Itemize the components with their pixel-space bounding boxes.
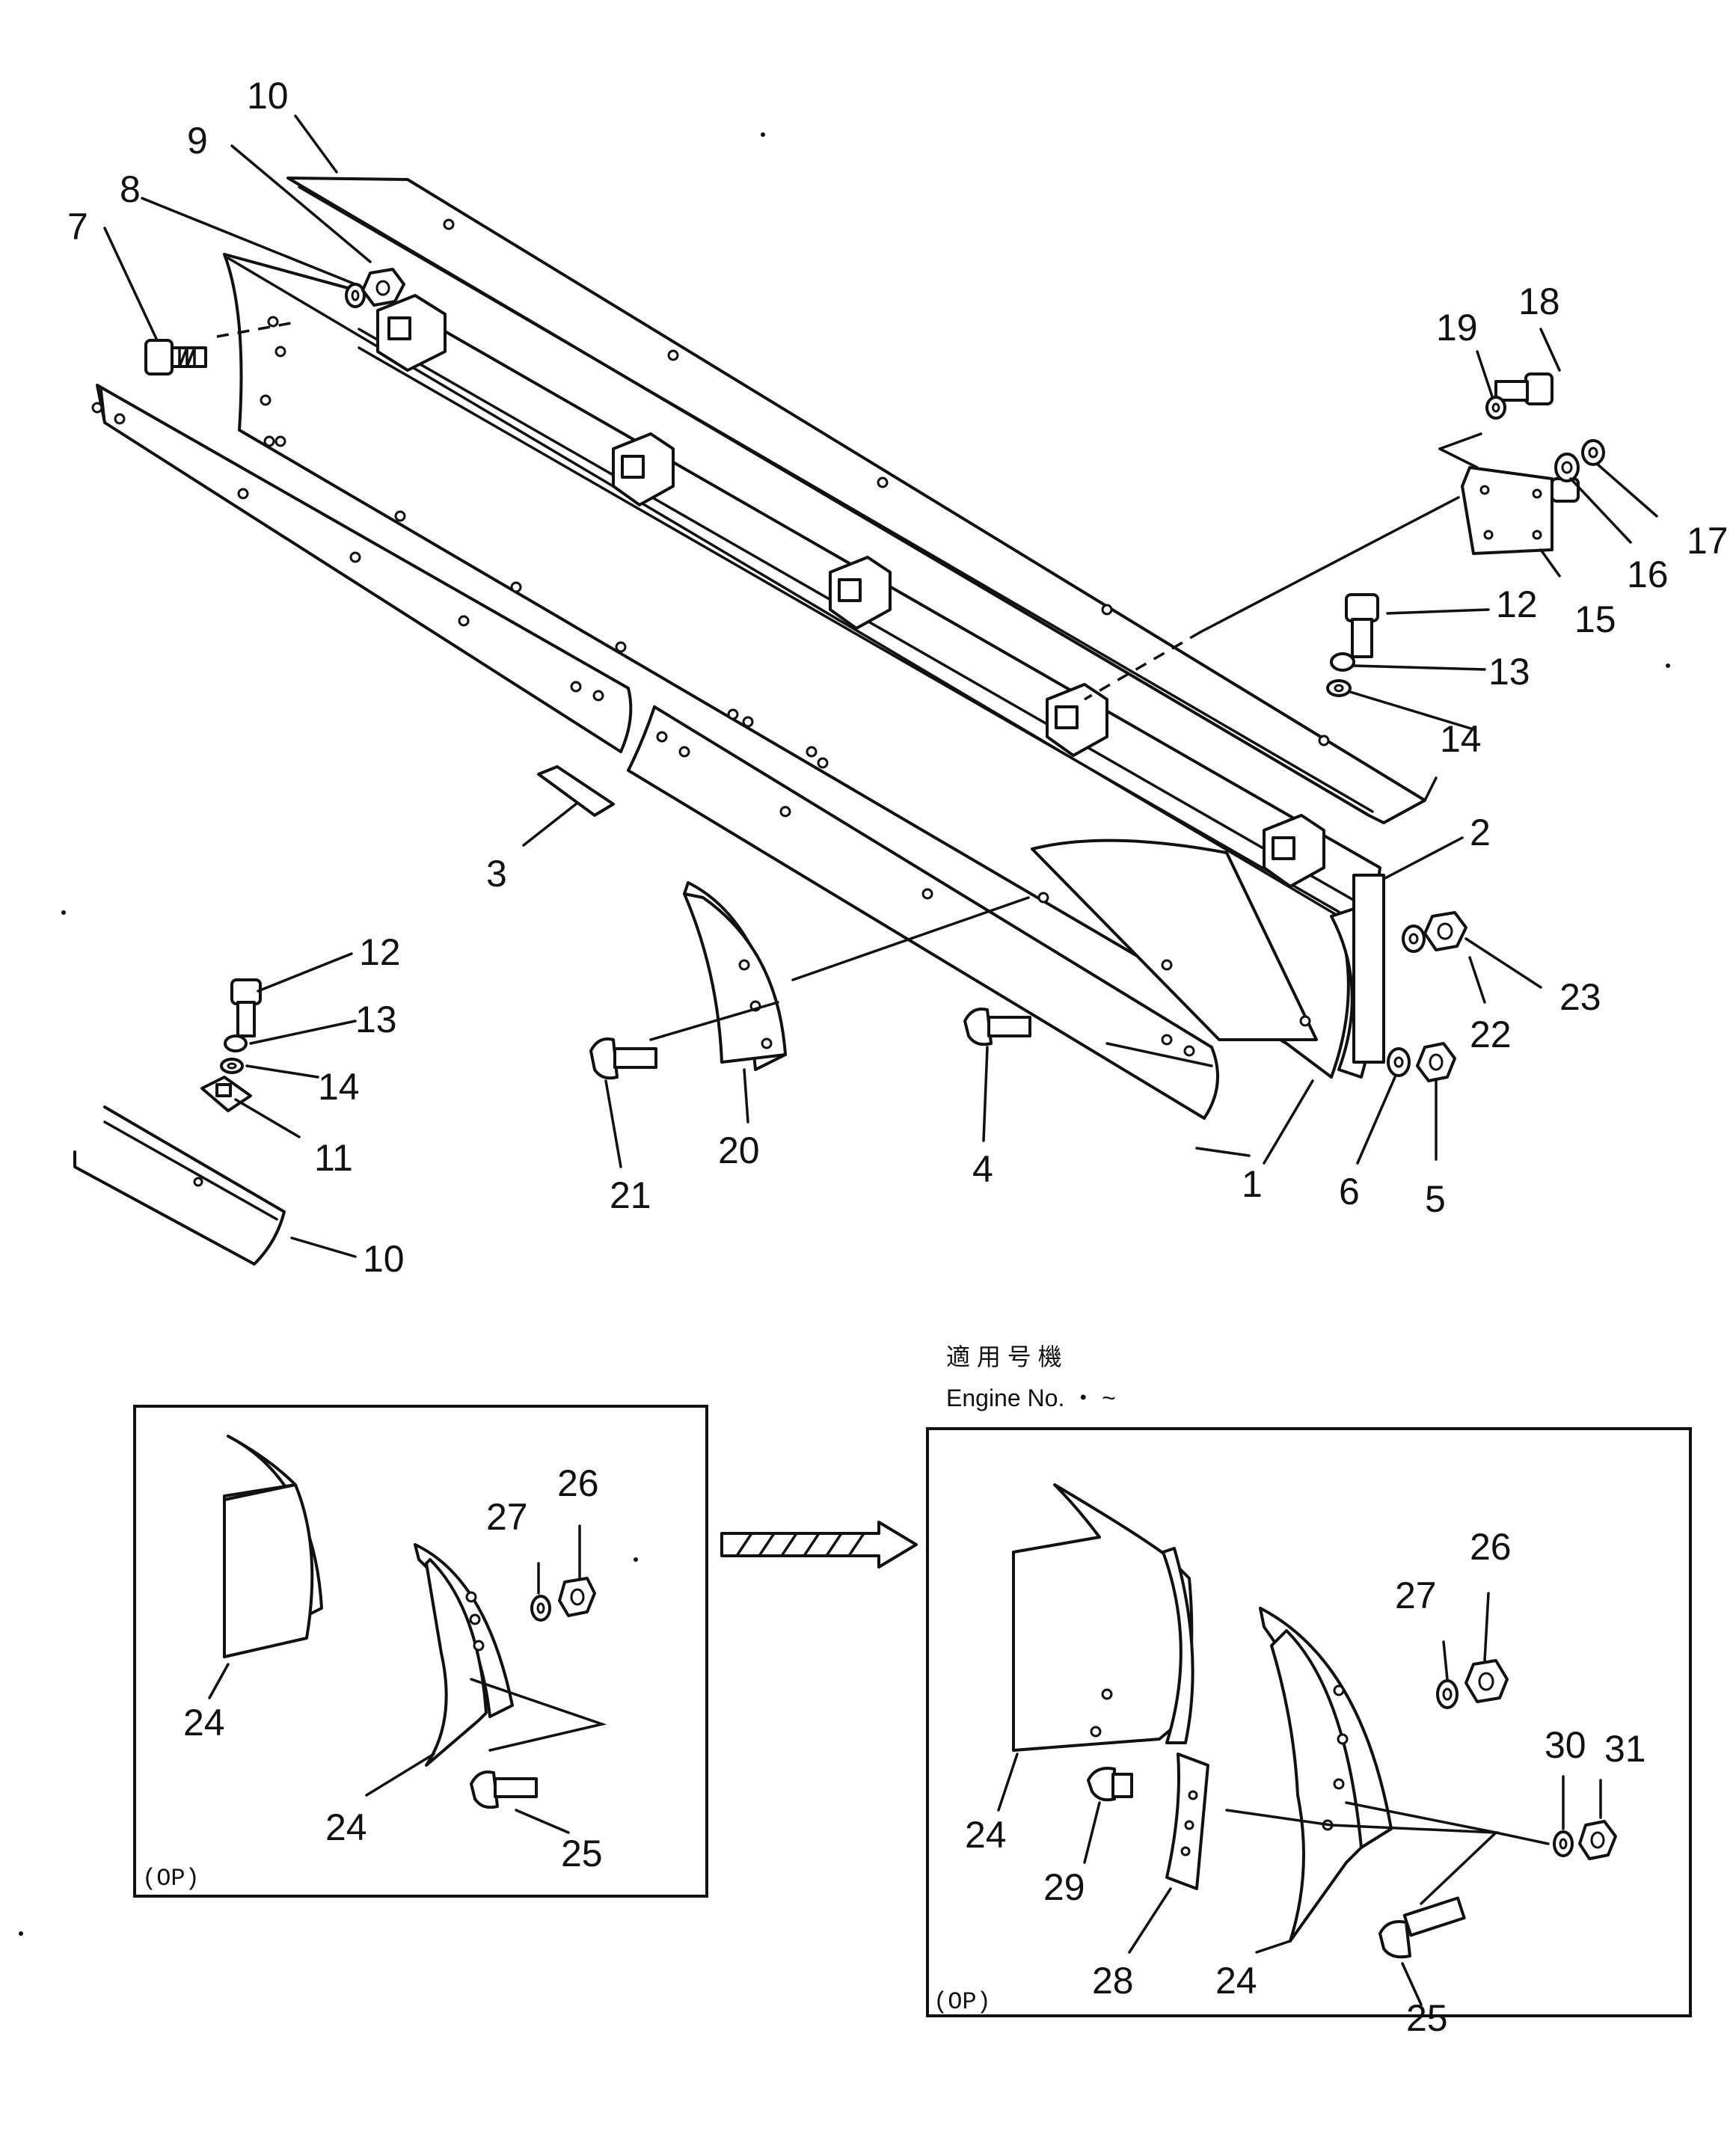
washer-13-right <box>1330 652 1355 672</box>
inset-right-op-label: (OP) <box>933 1988 991 2016</box>
cover-plate-15 <box>1461 466 1580 555</box>
nut-23 <box>1423 911 1467 951</box>
inset-left-callout-25: 25 <box>561 1833 603 1874</box>
washer-19 <box>1485 396 1506 420</box>
callout-10-bottom: 10 <box>363 1238 405 1280</box>
inset-left-callout-27: 27 <box>486 1496 528 1538</box>
callout-13-right: 13 <box>1488 651 1530 693</box>
callout-16: 16 <box>1627 554 1669 595</box>
callout-4: 4 <box>972 1148 993 1190</box>
callout-17: 17 <box>1687 520 1729 562</box>
bolt-12-right <box>1345 593 1379 658</box>
callout-12-right: 12 <box>1496 583 1538 625</box>
callout-11: 11 <box>314 1137 353 1179</box>
top-cutting-edge <box>286 177 1438 824</box>
bolt-12-left <box>230 978 262 1037</box>
inset-left-op-label: (OP) <box>142 1865 200 1892</box>
shim-plate <box>537 765 615 817</box>
clip-11 <box>200 1076 252 1112</box>
callout-14-right: 14 <box>1440 718 1482 760</box>
cutting-edge-center <box>627 705 1219 1120</box>
inset-left-callout-24a: 24 <box>183 1702 225 1744</box>
end-bit-right <box>1031 838 1318 1041</box>
blade-bracket <box>612 432 675 506</box>
callout-22: 22 <box>1470 1014 1512 1055</box>
inset-right-callout-27: 27 <box>1395 1575 1437 1616</box>
callout-6: 6 <box>1339 1171 1360 1212</box>
end-bit-20 <box>683 881 787 1071</box>
callout-9: 9 <box>187 120 208 162</box>
callout-2: 2 <box>1470 812 1491 853</box>
washer-17 <box>1581 439 1605 466</box>
callout-19: 19 <box>1436 307 1478 349</box>
inset-right-callout-31: 31 <box>1604 1728 1646 1770</box>
transition-arrow <box>720 1521 918 1569</box>
callout-14-left: 14 <box>318 1066 360 1108</box>
inset-right-callout-25: 25 <box>1406 1997 1448 2039</box>
callout-15: 15 <box>1574 598 1616 640</box>
callout-8: 8 <box>120 168 141 210</box>
callout-7: 7 <box>67 206 88 248</box>
washer-16 <box>1554 453 1580 482</box>
inset-left: 24 24 25 26 27 (OP) <box>133 1405 708 1898</box>
blade-bracket <box>1263 814 1325 888</box>
inset-right-callout-24a: 24 <box>965 1814 1007 1856</box>
nut-9 <box>361 268 405 307</box>
inset-right-callout-30: 30 <box>1545 1724 1586 1766</box>
callout-3: 3 <box>486 853 507 895</box>
callout-20: 20 <box>718 1129 760 1171</box>
inset-left-callout-26: 26 <box>557 1462 599 1504</box>
bolt-7 <box>144 339 207 375</box>
callout-12-left: 12 <box>359 931 401 973</box>
inset-left-callout-24b: 24 <box>325 1806 367 1848</box>
callout-leaders <box>103 114 1658 1258</box>
callout-1: 1 <box>1242 1163 1263 1205</box>
callout-10-top: 10 <box>247 75 289 117</box>
washer-14-left <box>220 1058 244 1074</box>
bolt-4 <box>963 1008 1031 1046</box>
applicable-serial-en: Engine No. ・ ~ <box>946 1385 1116 1411</box>
blade-bracket <box>1046 683 1108 757</box>
inset-right-callout-28: 28 <box>1092 1960 1134 2002</box>
callout-23: 23 <box>1559 976 1601 1018</box>
blade-bracket <box>376 294 447 372</box>
cutting-edge-left <box>91 384 633 753</box>
callout-13-left: 13 <box>355 999 397 1040</box>
nut-5 <box>1416 1042 1456 1082</box>
inset-right-callout-29: 29 <box>1043 1866 1085 1908</box>
bolt-18 <box>1494 372 1553 405</box>
applicable-serial-jp: 適 用 号 機 <box>946 1343 1062 1370</box>
lock-washer-8 <box>345 283 366 308</box>
washer-6 <box>1387 1047 1411 1077</box>
bolt-21 <box>589 1037 657 1080</box>
inset-right-callout-26: 26 <box>1470 1526 1512 1568</box>
blade-bracket <box>829 556 892 630</box>
callout-21: 21 <box>610 1174 651 1216</box>
callout-5: 5 <box>1425 1178 1446 1220</box>
washer-22 <box>1402 925 1426 953</box>
callout-18: 18 <box>1518 280 1560 322</box>
washer-14-right <box>1326 679 1352 697</box>
cutting-edge-lower <box>73 1106 286 1266</box>
inset-right: 24 24 25 26 27 28 29 30 31 (OP) <box>926 1427 1692 2039</box>
inset-right-callout-24b: 24 <box>1215 1960 1257 2002</box>
washer-13-left <box>224 1034 248 1052</box>
